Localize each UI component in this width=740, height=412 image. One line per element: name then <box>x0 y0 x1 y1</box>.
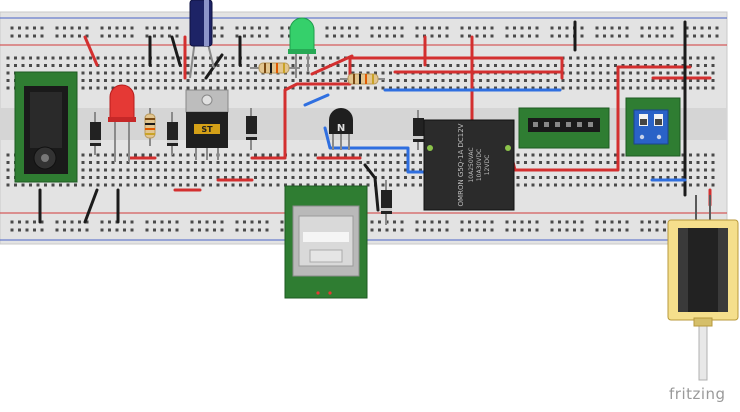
electrolytic-capacitor <box>189 0 215 79</box>
jumper-wire <box>170 35 182 67</box>
diode <box>90 112 101 155</box>
usb-a-connector <box>284 185 368 299</box>
jumper-wire <box>363 163 380 212</box>
relay-marking: OMRON G5Q-1A DC12V 10A250VAC 10A30VDC 12… <box>457 123 491 206</box>
regulator-label: ST <box>201 125 213 134</box>
green-led <box>288 17 316 78</box>
fritzing-watermark: fritzing <box>669 385 726 403</box>
jumper-wire <box>83 35 99 67</box>
diode <box>246 108 257 150</box>
jumper-wire <box>250 56 564 160</box>
diode <box>167 112 178 155</box>
female-header <box>518 107 610 149</box>
svg-text:N: N <box>337 123 345 134</box>
relay-rating: 10A30VDC <box>476 149 483 181</box>
diode <box>413 110 424 150</box>
red-led <box>108 84 136 162</box>
relay: OMRON G5Q-1A DC12V 10A250VAC 10A30VDC 12… <box>423 119 515 211</box>
resistor <box>250 62 300 74</box>
relay-label: OMRON G5Q-1A DC12V <box>457 123 465 206</box>
resistor <box>144 108 156 146</box>
resistor <box>340 73 385 85</box>
jumper-wire <box>303 93 330 107</box>
npn-transistor: N <box>329 108 353 150</box>
relay-rating: 12VDC <box>484 155 491 176</box>
solenoid <box>667 195 739 381</box>
jumper-wire <box>83 188 99 224</box>
dc-barrel-jack <box>14 71 78 183</box>
relay-rating: 10A250VAC <box>468 147 475 182</box>
jumper-wire <box>310 54 354 76</box>
dip-switch <box>625 97 681 157</box>
voltage-regulator: ST <box>185 89 229 160</box>
diode <box>381 180 392 225</box>
